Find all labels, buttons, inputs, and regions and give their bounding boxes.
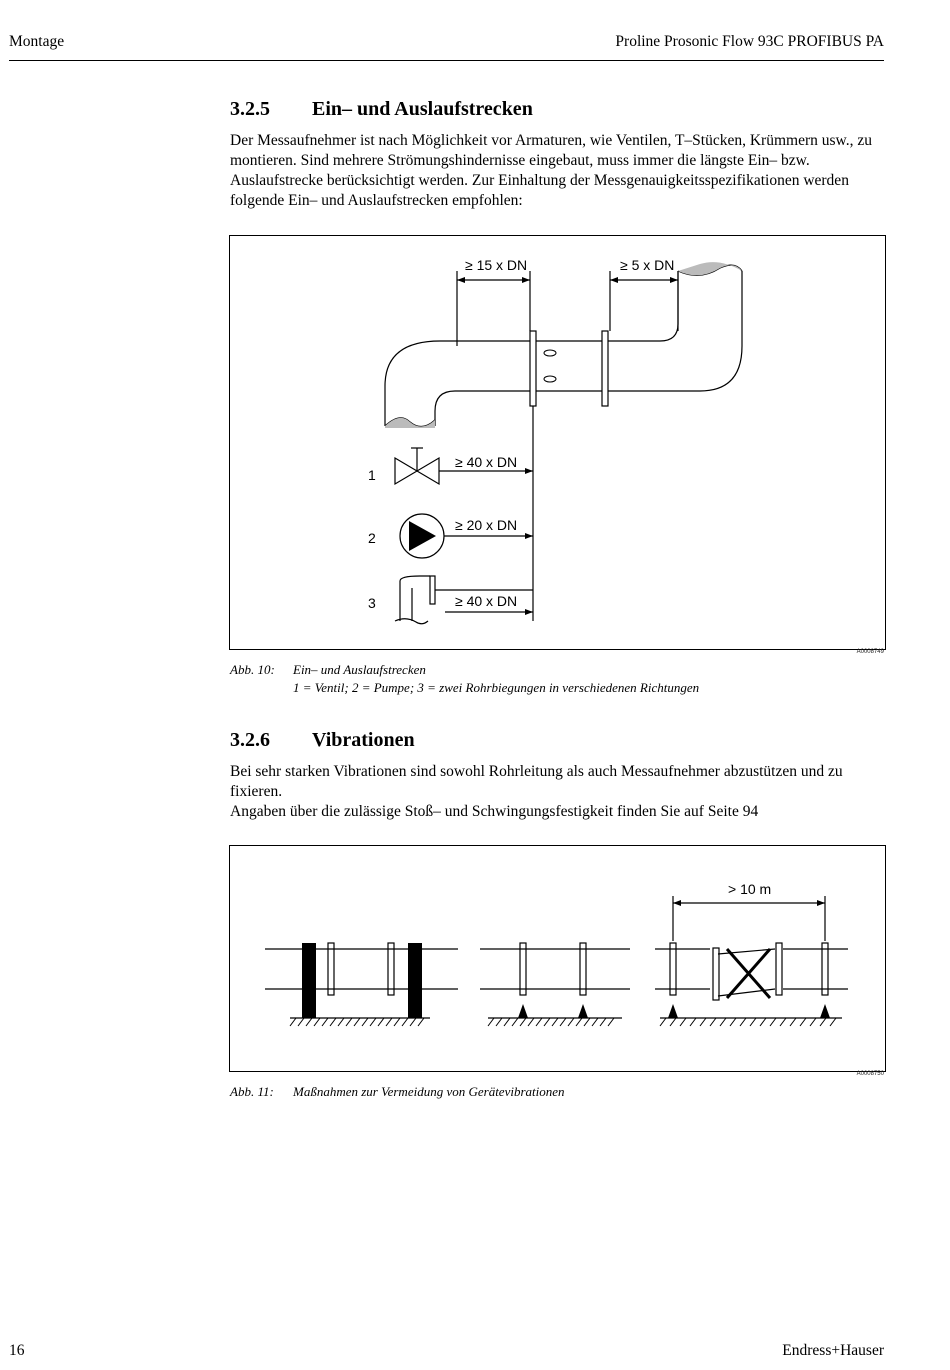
section-number: 3.2.5 bbox=[230, 98, 270, 120]
caption-title: Ein– und Auslaufstrecken bbox=[293, 662, 426, 677]
marker-3: 3 bbox=[368, 595, 376, 611]
section-body-2: Angaben über die zulässige Stoß– und Sch… bbox=[230, 803, 759, 820]
page-number: 16 bbox=[9, 1342, 25, 1359]
running-header-product: Proline Prosonic Flow 93C PROFIBUS PA bbox=[615, 33, 884, 50]
clamp-left bbox=[302, 943, 316, 1018]
section-body: Der Messaufnehmer ist nach Möglichkeit v… bbox=[230, 132, 872, 209]
elbow-inner bbox=[434, 390, 530, 426]
caption-label: Abb. 11: bbox=[230, 1084, 274, 1099]
figure-10-id: A0008749 bbox=[856, 649, 884, 655]
valve-symbol bbox=[394, 456, 440, 486]
caption-label: Abb. 10: bbox=[230, 662, 275, 677]
figure-inlet-outlet-runs: ≥ 15 x DN ≥ 5 x DN ≥ 40 x DN ≥ 20 x DN ≥… bbox=[229, 235, 886, 650]
section-title: Vibrationen bbox=[312, 729, 415, 751]
label-pump-20dn: ≥ 20 x DN bbox=[455, 517, 517, 533]
section-heading-326: 3.2.6 Vibrationen bbox=[230, 729, 890, 752]
figure-10-drawing: ≥ 15 x DN ≥ 5 x DN ≥ 40 x DN ≥ 20 x DN ≥… bbox=[368, 257, 743, 625]
label-distance-10m: > 10 m bbox=[728, 881, 771, 897]
footer-brand: Endress+Hauser bbox=[782, 1342, 884, 1359]
header-rule bbox=[9, 60, 884, 61]
section-number: 3.2.6 bbox=[230, 729, 270, 751]
elbow-outer bbox=[384, 340, 530, 426]
section-body-1: Bei sehr starken Vibrationen sind sowohl… bbox=[230, 763, 843, 800]
caption-title: Maßnahmen zur Vermeidung von Gerätevibra… bbox=[293, 1084, 565, 1099]
section-vibrations: 3.2.6 Vibrationen Bei sehr starken Vibra… bbox=[230, 729, 890, 822]
pump-triangle bbox=[409, 521, 436, 551]
section-heading-325: 3.2.5 Ein– und Auslaufstrecken bbox=[230, 98, 890, 121]
label-bends-40dn: ≥ 40 x DN bbox=[455, 593, 517, 609]
label-outlet-5dn: ≥ 5 x DN bbox=[620, 257, 674, 273]
label-inlet-15dn: ≥ 15 x DN bbox=[465, 257, 527, 273]
bend-flange bbox=[429, 575, 436, 605]
flange-right bbox=[601, 330, 609, 407]
figure-vibration-measures: > 10 m bbox=[229, 845, 886, 1072]
figure-10-caption: Abb. 10: Ein– und Auslaufstrecken 1 = Ven… bbox=[230, 661, 880, 697]
flange-left bbox=[529, 330, 537, 407]
section-title: Ein– und Auslaufstrecken bbox=[312, 98, 533, 120]
clamp-right bbox=[408, 943, 422, 1018]
caption-legend: 1 = Ventil; 2 = Pumpe; 3 = zwei Rohrbieg… bbox=[293, 680, 700, 695]
elbow-right-inner bbox=[608, 271, 679, 342]
figure-11-drawing: > 10 m bbox=[265, 881, 848, 1027]
elbow-right-outer bbox=[608, 271, 743, 392]
label-valve-40dn: ≥ 40 x DN bbox=[455, 454, 517, 470]
marker-2: 2 bbox=[368, 530, 376, 546]
running-header-section: Montage bbox=[9, 33, 65, 50]
marker-1: 1 bbox=[368, 467, 376, 483]
section-inlet-outlet: 3.2.5 Ein– und Auslaufstrecken Der Messa… bbox=[230, 98, 890, 211]
figure-11-id: A0008750 bbox=[856, 1071, 884, 1077]
figure-11-caption: Abb. 11: Maßnahmen zur Vermeidung von Ger… bbox=[230, 1083, 880, 1101]
